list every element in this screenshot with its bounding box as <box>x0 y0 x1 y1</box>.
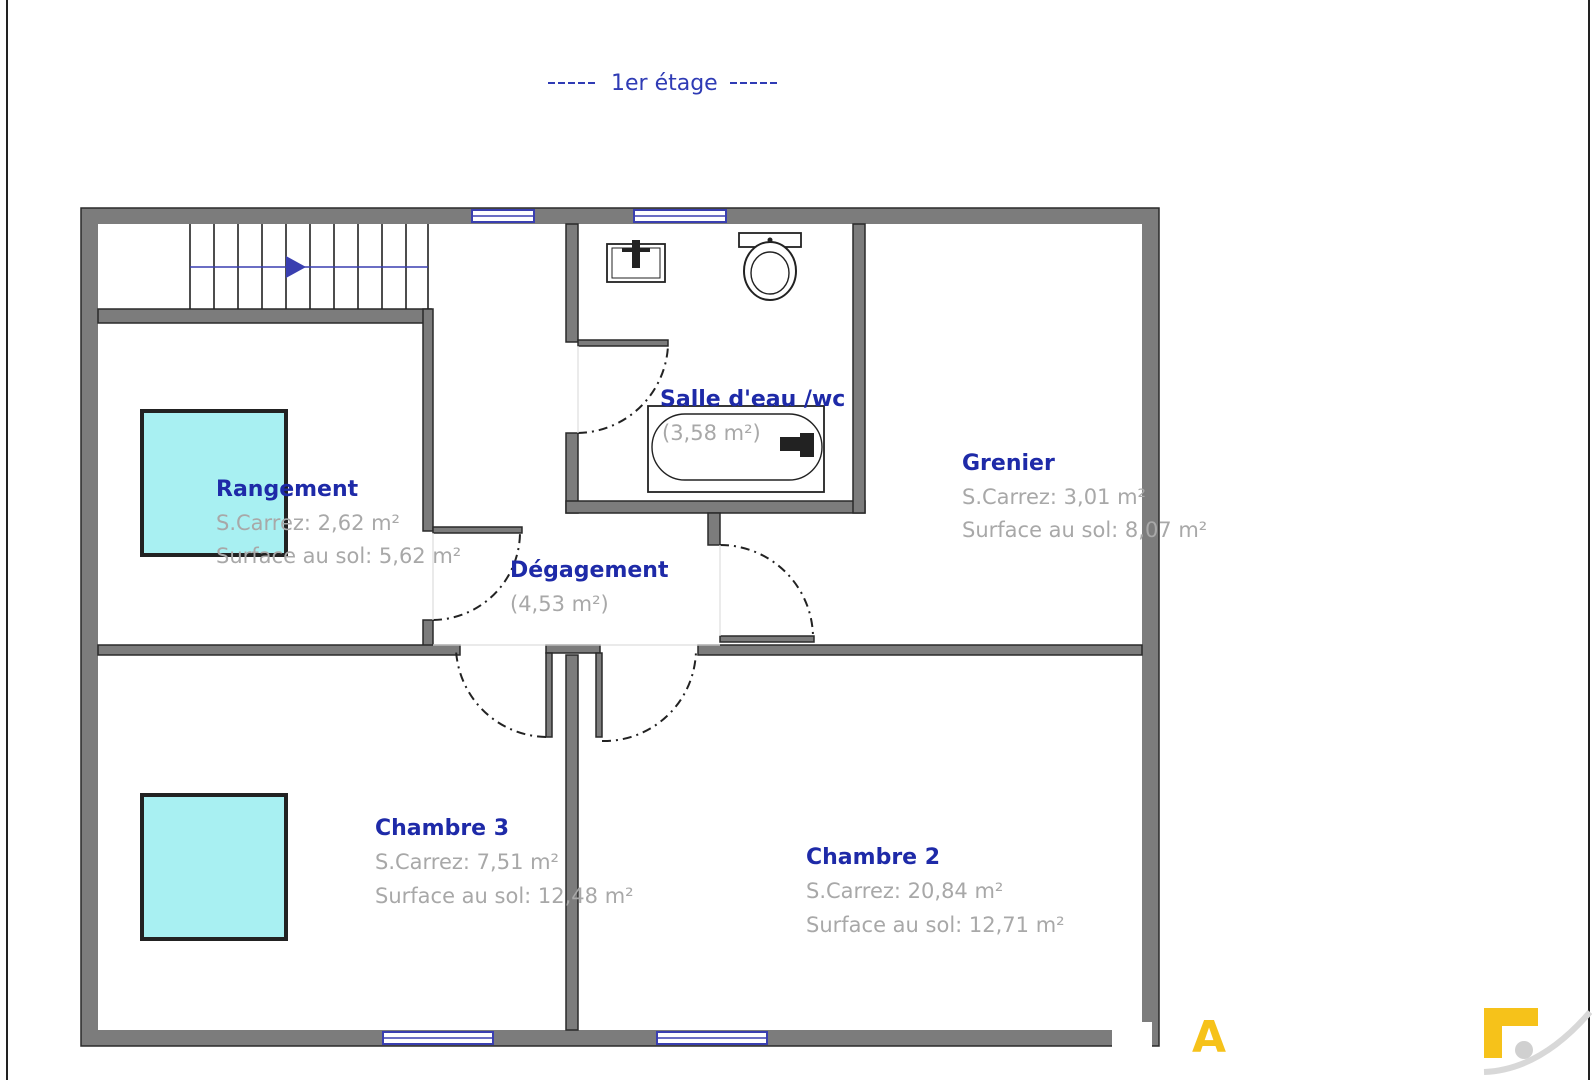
skylight-chambre-3 <box>140 793 288 941</box>
floor-title: 1er étage <box>611 71 718 96</box>
agency-logo: A <box>1112 1008 1592 1075</box>
floor-title-group: 1er étage <box>548 71 778 96</box>
sink-icon <box>606 240 666 283</box>
room-label-salle-eau: Salle d'eau /wc (3,58 m²) <box>660 387 845 445</box>
room-carrez: S.Carrez: 2,62 m² <box>216 511 400 535</box>
room-name: Chambre 3 <box>375 816 509 841</box>
room-label-grenier: Grenier S.Carrez: 3,01 m² Surface au sol… <box>962 451 1207 542</box>
room-name: Dégagement <box>510 558 669 583</box>
room-label-chambre-2: Chambre 2 S.Carrez: 20,84 m² Surface au … <box>806 845 1065 937</box>
logo-mark-icon <box>1484 1008 1538 1058</box>
staircase <box>189 224 429 309</box>
room-name: Rangement <box>216 477 359 502</box>
stair-arrow-icon <box>286 256 306 278</box>
door-rangement <box>432 532 521 621</box>
page-frame <box>6 0 1590 1080</box>
room-surface: Surface au sol: 12,48 m² <box>375 884 634 908</box>
room-surface: Surface au sol: 8,07 m² <box>962 518 1207 542</box>
room-name: Chambre 2 <box>806 845 940 870</box>
door-chambre-2 <box>601 649 697 743</box>
bathtub-icon <box>647 405 825 493</box>
room-name: Salle d'eau /wc <box>660 387 845 412</box>
room-label-chambre-3: Chambre 3 S.Carrez: 7,51 m² Surface au s… <box>375 816 634 908</box>
room-label-rangement: Rangement S.Carrez: 2,62 m² Surface au s… <box>216 477 461 568</box>
door-grenier <box>719 544 814 637</box>
door-swings <box>432 345 814 743</box>
outer-walls <box>80 207 1160 1047</box>
door-salle-eau <box>577 345 669 434</box>
room-surface: Surface au sol: 12,71 m² <box>806 913 1065 937</box>
thresholds <box>432 346 721 646</box>
toilet-icon <box>738 232 802 301</box>
room-carrez: S.Carrez: 7,51 m² <box>375 850 559 874</box>
room-carrez: S.Carrez: 20,84 m² <box>806 879 1003 903</box>
door-chambre-3 <box>455 649 547 738</box>
room-carrez: S.Carrez: 3,01 m² <box>962 485 1146 509</box>
room-label-degagement: Dégagement (4,53 m²) <box>510 558 669 616</box>
room-surface: Surface au sol: 5,62 m² <box>216 544 461 568</box>
windows <box>382 209 768 1045</box>
skylight-rangement <box>140 409 288 557</box>
room-area: (4,53 m²) <box>510 592 609 616</box>
room-name: Grenier <box>962 451 1055 476</box>
interior-walls <box>97 223 1143 1031</box>
room-area: (3,58 m²) <box>662 421 761 445</box>
logo-letter: A <box>1192 1012 1226 1063</box>
